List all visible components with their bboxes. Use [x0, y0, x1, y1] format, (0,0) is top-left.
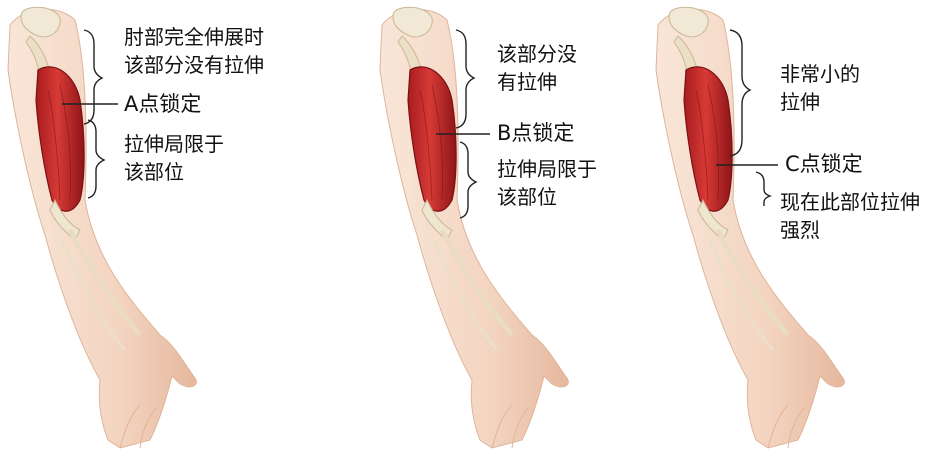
panel-b-lock-label: B点锁定 [497, 120, 574, 147]
panel-a-top-label-line1: 肘部完全伸展时 [124, 24, 264, 51]
panel-b-bottom-label-line2: 该部位 [497, 184, 557, 211]
panel-b-top-label-line2: 有拉伸 [497, 69, 557, 96]
panel-a-top-label-line2: 该部分没有拉伸 [124, 52, 264, 79]
panel-c-lock-label: C点锁定 [785, 151, 863, 178]
panel-b-top-label-line1: 该部分没 [497, 41, 577, 68]
panel-b-bottom-label-line1: 拉伸局限于 [497, 156, 597, 183]
panel-a-lock-label: A点锁定 [124, 91, 201, 118]
panel-a-bottom-label-line2: 该部位 [124, 159, 184, 186]
panel-c-bottom-label-line2: 强烈 [780, 217, 820, 244]
panel-c-top-label-line1: 非常小的 [780, 61, 860, 88]
panel-c-bottom-label-line1: 现在此部位拉伸 [780, 189, 920, 216]
panel-a-bottom-label-line1: 拉伸局限于 [124, 131, 224, 158]
panel-c-top-label-line2: 拉伸 [780, 89, 820, 116]
